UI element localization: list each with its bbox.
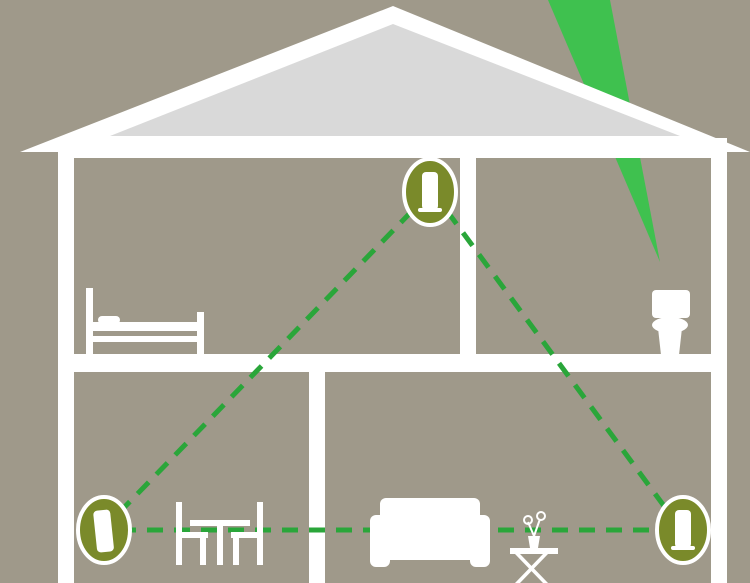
- mesh-node-living[interactable]: [655, 495, 711, 565]
- roof-attic-fill: [110, 24, 680, 136]
- floor-divider: [58, 354, 727, 372]
- side-table-icon: [510, 536, 558, 583]
- router-icon: [675, 510, 691, 548]
- router-base: [671, 546, 695, 550]
- mesh-node-upstairs[interactable]: [402, 157, 458, 227]
- bed-icon: [86, 288, 204, 355]
- flower-icon: [523, 511, 546, 537]
- mesh-node-dining[interactable]: [76, 495, 132, 565]
- router-icon: [422, 172, 438, 210]
- sofa-icon: [370, 498, 490, 567]
- lower-room-divider: [309, 365, 325, 583]
- dining-table-icon: [176, 502, 263, 565]
- upper-room-divider: [460, 150, 476, 360]
- router-base: [418, 208, 442, 212]
- mesh-link-upstairs-dining: [110, 209, 414, 522]
- toilet-icon: [652, 290, 690, 355]
- router-icon: [93, 509, 114, 553]
- ceiling-beam: [58, 138, 727, 158]
- mesh-link-upstairs-living: [444, 209, 670, 512]
